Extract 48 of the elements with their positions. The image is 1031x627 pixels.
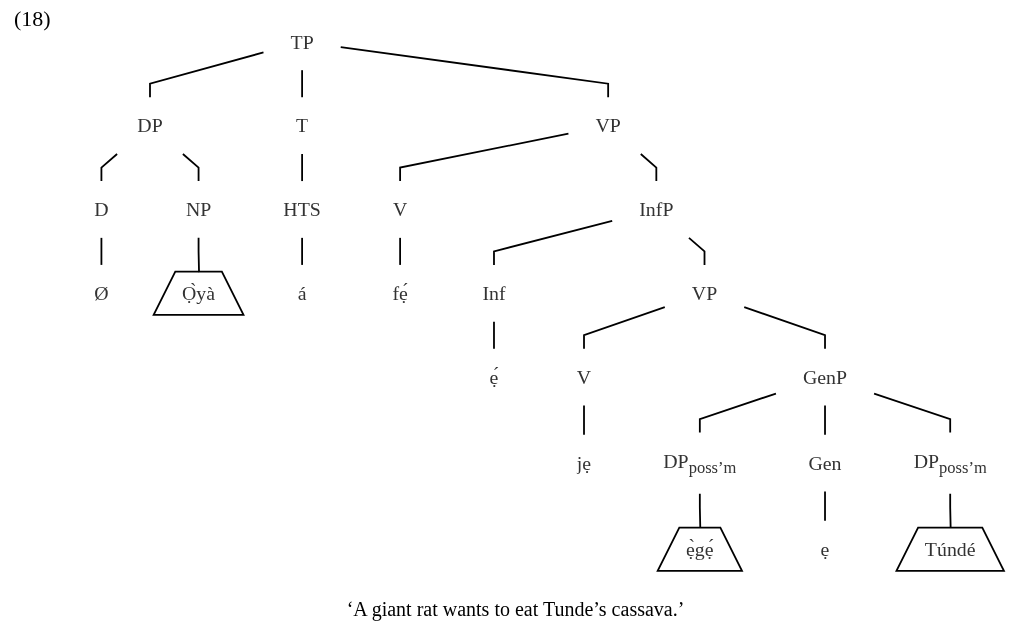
connector [824,404,826,436]
node-text: Gen [808,451,842,475]
node-text: á [297,282,307,305]
node-text: ẹ [820,537,830,561]
connector [688,236,706,266]
connector [949,492,952,529]
node-text: Ø [94,282,109,305]
node-text: VP [691,282,718,305]
node-text: DP$_{poss’m}$ [663,449,737,477]
node-text: T [296,114,309,137]
connector [493,219,614,266]
node-text: V [576,365,592,389]
connector [399,236,401,266]
connector [301,153,303,182]
connector [339,46,610,99]
node-text: DP$_{poss’m}$ [913,449,987,477]
node-text: Inf [482,282,506,305]
connector [824,490,826,522]
connector [698,492,702,529]
node-text: D [94,198,109,221]
connector [743,306,826,350]
connector [639,153,658,182]
translation-caption: ‘A giant rat wants to eat Tunde’s cassava.’ [345,598,686,621]
connector [399,132,570,182]
connector [583,404,585,436]
connector [873,392,952,434]
connector [301,236,303,266]
connector [493,320,495,350]
node-text: DP [137,114,163,137]
connector [100,153,118,182]
node-text: GenP [802,365,848,389]
connector [698,392,777,434]
node-text: ẹ́ [489,365,499,389]
node-text: VP [595,114,621,137]
connector [100,236,103,266]
node-text: V [392,198,408,221]
example-number: (18) [14,6,51,32]
connector [197,236,200,273]
node-text: TP [290,30,314,54]
node-text: HTS [283,198,321,221]
connector [301,69,303,99]
connector [182,153,200,182]
node-text: InfP [639,198,674,221]
connector [583,306,666,350]
node-text: NP [185,198,212,221]
node-text: jẹ [576,451,592,475]
connector [149,51,265,99]
node-text: fẹ́ [392,282,408,305]
